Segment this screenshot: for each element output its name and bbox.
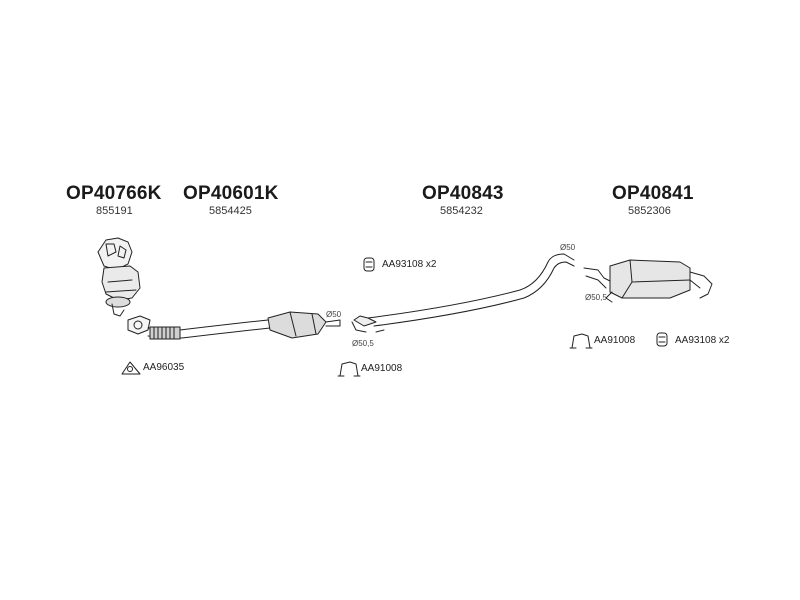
oe-number-5854425: 5854425 xyxy=(209,205,252,217)
part-code-op40766k: OP40766K xyxy=(66,183,162,204)
dimension-d50-cat: Ø50 xyxy=(326,310,342,319)
accessory-label-clamp-rear: AA91008 xyxy=(594,335,636,346)
rubber-mount-icon xyxy=(656,332,668,347)
accessory-label-clamp-front: AA93108 x2 xyxy=(382,259,437,270)
part-code-op40841: OP40841 xyxy=(612,183,694,204)
middle-pipe-part xyxy=(351,253,575,333)
oe-number-5854232: 5854232 xyxy=(440,205,483,217)
dimension-d50-pipe-end: Ø50 xyxy=(560,243,576,252)
accessory-label-clamp-mid: AA91008 xyxy=(361,363,403,374)
rubber-mount-icon xyxy=(363,257,375,272)
gasket-icon xyxy=(121,361,141,375)
dimension-d50-5-mid: Ø50,5 xyxy=(352,339,374,348)
clamp-icon xyxy=(337,361,361,377)
clamp-icon xyxy=(569,333,593,349)
oe-number-855191: 855191 xyxy=(96,205,133,217)
rear-muffler-part xyxy=(583,259,713,303)
front-pipe-catalyst-part xyxy=(127,311,341,340)
accessory-label-clamp-rear-2: AA93108 x2 xyxy=(675,335,730,346)
accessory-label-gasket-front: AA96035 xyxy=(143,362,185,373)
part-code-op40601k: OP40601K xyxy=(183,183,279,204)
dimension-d50-5-rear: Ø50,5 xyxy=(585,293,607,302)
part-code-op40843: OP40843 xyxy=(422,183,504,204)
manifold-catalyst-part xyxy=(97,237,141,317)
oe-number-5852306: 5852306 xyxy=(628,205,671,217)
